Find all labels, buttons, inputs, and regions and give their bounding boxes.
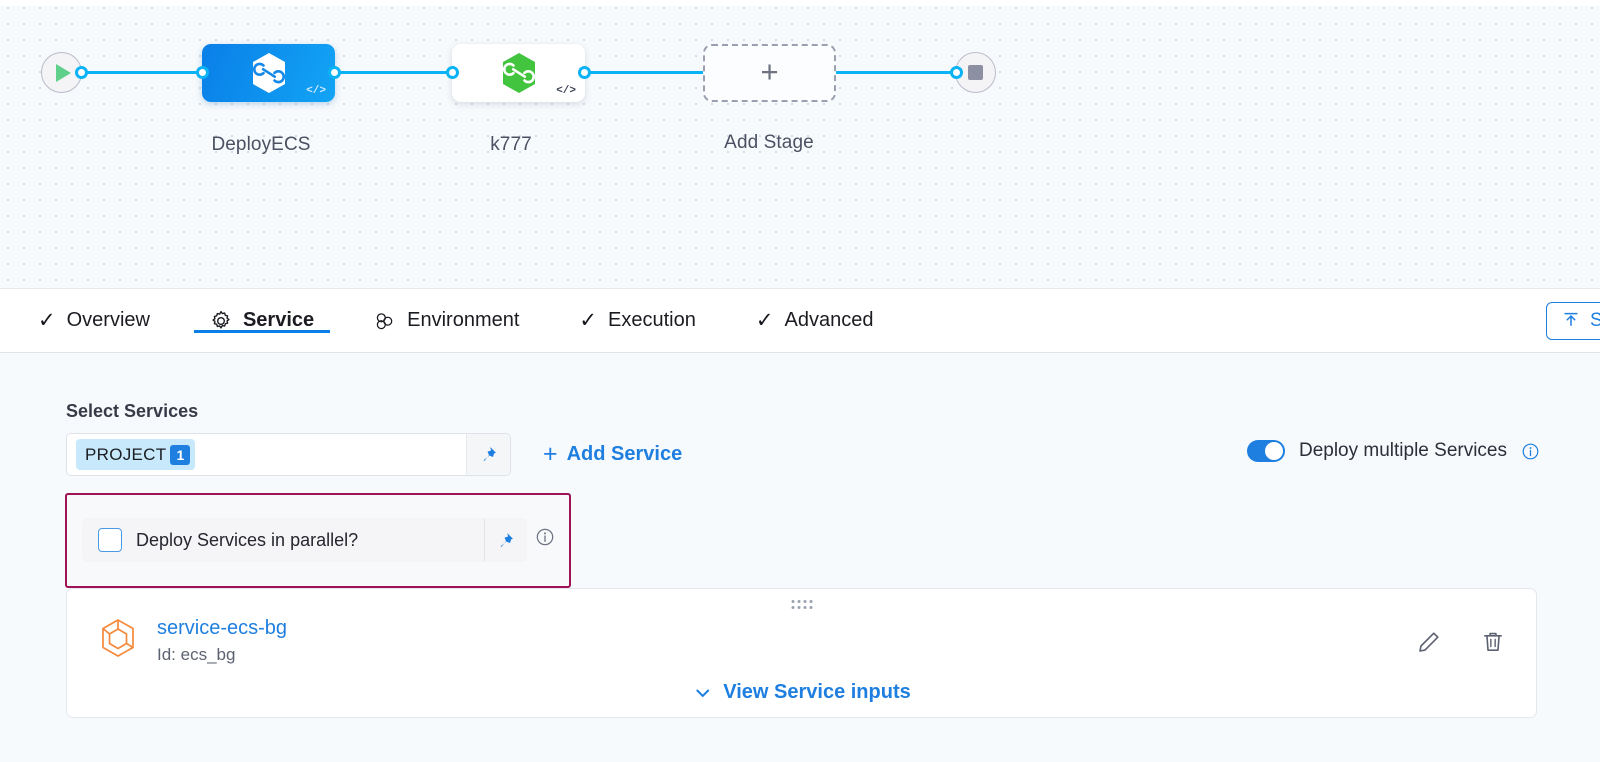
pin-icon bbox=[483, 447, 496, 461]
deploy-multiple-services-row[interactable]: Deploy multiple Services bbox=[1246, 440, 1540, 462]
info-icon[interactable] bbox=[1521, 442, 1540, 461]
edge-addstage-to-end bbox=[828, 71, 963, 74]
tab-overview[interactable]: ✓ Overview bbox=[38, 309, 150, 332]
port-stage1-out[interactable] bbox=[328, 66, 341, 79]
view-service-inputs-button[interactable]: View Service inputs bbox=[692, 681, 911, 704]
view-service-inputs-label: View Service inputs bbox=[723, 681, 911, 703]
tab-service-label: Service bbox=[242, 309, 315, 331]
code-badge-icon: </> bbox=[306, 85, 326, 97]
service-card-main: service-ecs-bg Id: ecs_bg bbox=[98, 617, 287, 665]
play-icon bbox=[56, 63, 71, 82]
tab-service[interactable]: Service bbox=[193, 309, 331, 333]
add-stage-label: Add Stage bbox=[724, 132, 814, 153]
port-stage2-in[interactable] bbox=[446, 66, 459, 79]
add-service-label: Add Service bbox=[566, 443, 683, 465]
harness-hexagon-icon bbox=[252, 53, 285, 93]
check-icon: ✓ bbox=[755, 309, 774, 332]
port-start-out[interactable] bbox=[75, 66, 88, 79]
export-button[interactable]: S bbox=[1546, 302, 1600, 340]
stage-label-deployecs: DeployECS bbox=[211, 134, 311, 155]
stage-node-k777[interactable]: </> bbox=[452, 44, 585, 102]
service-card: service-ecs-bg Id: ecs_bg View Service i… bbox=[66, 588, 1537, 718]
pin-icon bbox=[500, 532, 513, 547]
tab-execution[interactable]: ✓ Execution bbox=[579, 309, 695, 332]
tab-advanced-label: Advanced bbox=[784, 309, 874, 331]
stage-label-k777: k777 bbox=[490, 134, 532, 155]
service-cube-icon bbox=[102, 619, 134, 657]
deploy-multiple-services-label: Deploy multiple Services bbox=[1298, 440, 1507, 461]
edge-start-to-stage1 bbox=[86, 71, 211, 74]
service-id-text: Id: ecs_bg bbox=[157, 645, 236, 664]
harness-hexagon-green-icon bbox=[502, 53, 535, 93]
selected-service-chip[interactable]: PROJECT 1 bbox=[76, 439, 196, 470]
stage-config-tabbar: ✓ Overview Service Environment ✓ Executi… bbox=[0, 289, 1600, 353]
infrastructure-icon bbox=[376, 312, 393, 329]
plus-icon: + bbox=[760, 54, 779, 89]
trash-icon[interactable] bbox=[1480, 629, 1506, 655]
info-icon[interactable] bbox=[535, 527, 555, 547]
port-end-in[interactable] bbox=[950, 66, 963, 79]
tab-execution-label: Execution bbox=[608, 309, 696, 331]
service-card-text: service-ecs-bg Id: ecs_bg bbox=[157, 617, 287, 665]
tab-overview-label: Overview bbox=[66, 309, 150, 331]
toggle-knob bbox=[1264, 442, 1283, 460]
selected-service-chip-count: 1 bbox=[170, 444, 191, 465]
chevron-down-icon bbox=[695, 689, 709, 697]
select-services-input[interactable]: PROJECT 1 bbox=[66, 433, 511, 476]
add-stage-button[interactable]: + bbox=[703, 44, 836, 102]
pencil-icon[interactable] bbox=[1416, 629, 1442, 655]
plus-icon: + bbox=[543, 440, 558, 468]
pin-services-button[interactable] bbox=[466, 434, 510, 475]
export-button-label: S bbox=[1590, 310, 1600, 332]
deploy-parallel-checkbox[interactable] bbox=[98, 528, 122, 552]
deploy-multiple-services-toggle[interactable] bbox=[1246, 440, 1285, 462]
deploy-parallel-row[interactable]: Deploy Services in parallel? bbox=[82, 518, 527, 562]
service-card-actions bbox=[1416, 629, 1506, 655]
edge-stage2-to-addstage bbox=[578, 71, 713, 74]
tab-environment[interactable]: Environment bbox=[374, 309, 519, 332]
check-icon: ✓ bbox=[38, 309, 56, 332]
gear-icon bbox=[212, 310, 230, 329]
deploy-parallel-highlight-box: Deploy Services in parallel? bbox=[65, 493, 571, 588]
stop-icon bbox=[968, 65, 983, 80]
port-stage2-out[interactable] bbox=[578, 66, 591, 79]
add-service-button[interactable]: + Add Service bbox=[543, 442, 682, 467]
code-badge-icon: </> bbox=[556, 85, 576, 97]
select-services-field[interactable]: PROJECT 1 bbox=[67, 434, 466, 475]
tab-environment-label: Environment bbox=[407, 309, 520, 331]
deploy-parallel-label: Deploy Services in parallel? bbox=[136, 529, 359, 550]
selected-service-chip-label: PROJECT bbox=[85, 444, 167, 464]
check-icon: ✓ bbox=[579, 309, 598, 332]
deploy-parallel-field[interactable]: Deploy Services in parallel? bbox=[83, 528, 484, 552]
pin-parallel-button[interactable] bbox=[484, 519, 526, 561]
service-name-link[interactable]: service-ecs-bg bbox=[157, 617, 288, 639]
select-services-title: Select Services bbox=[66, 401, 199, 421]
drag-handle-icon[interactable] bbox=[791, 600, 812, 609]
edge-stage1-to-stage2 bbox=[328, 71, 460, 74]
pipeline-canvas[interactable]: </> DeployECS </> k777 + Add Stage bbox=[0, 0, 1600, 289]
export-up-icon bbox=[1564, 312, 1578, 326]
stage-node-deployecs[interactable]: </> bbox=[202, 44, 335, 102]
port-stage1-in[interactable] bbox=[196, 66, 209, 79]
tab-advanced[interactable]: ✓ Advanced bbox=[756, 309, 874, 332]
